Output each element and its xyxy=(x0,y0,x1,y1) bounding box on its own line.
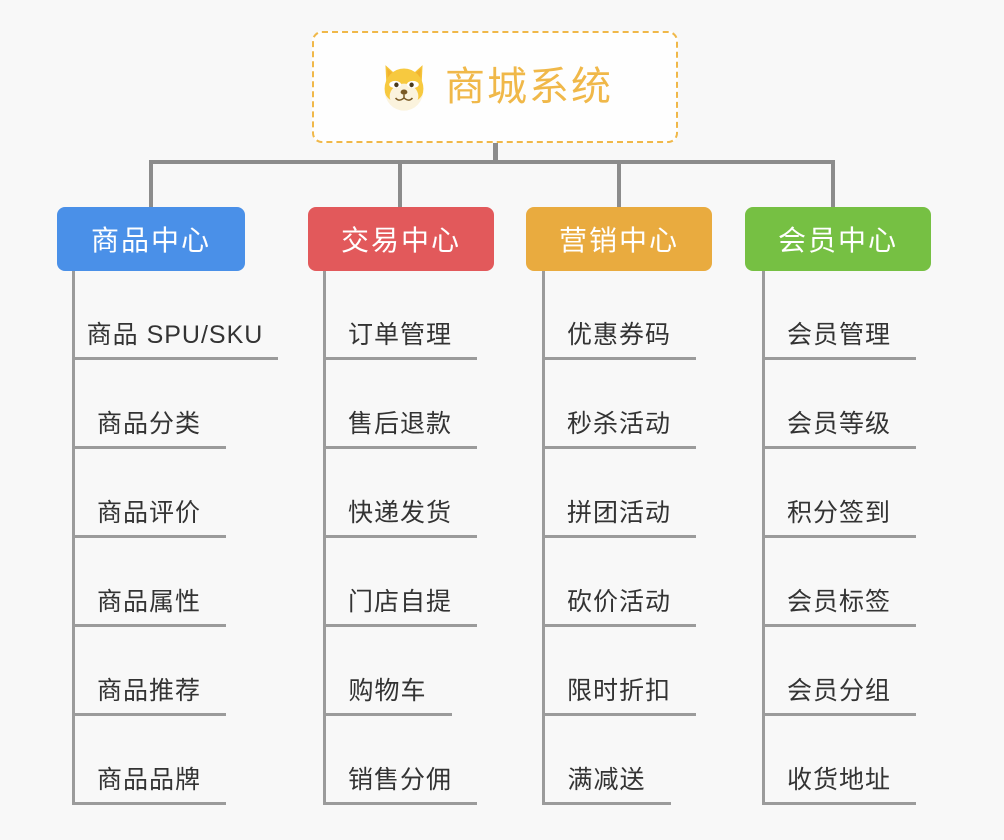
leaf-label: 商品评价 xyxy=(96,499,201,527)
sibling-bus-line xyxy=(149,160,835,164)
leaf-label: 秒杀活动 xyxy=(566,410,671,438)
leaf-label: 优惠券码 xyxy=(566,321,671,349)
leaf-label: 砍价活动 xyxy=(566,588,671,616)
leaf-label: 商品品牌 xyxy=(96,766,201,794)
leaf-item-4-1[interactable]: 会员管理 xyxy=(762,271,916,360)
leaf-item-1-3[interactable]: 商品评价 xyxy=(72,449,226,538)
leaf-label: 会员等级 xyxy=(786,410,891,438)
leaf-label: 会员标签 xyxy=(786,588,891,616)
drop-line-2 xyxy=(398,160,402,208)
leaf-item-3-3[interactable]: 拼团活动 xyxy=(542,449,696,538)
leaf-item-3-6[interactable]: 满减送 xyxy=(542,716,671,805)
leaf-label: 销售分佣 xyxy=(347,766,452,794)
leaf-label: 积分签到 xyxy=(786,499,891,527)
leaf-item-2-3[interactable]: 快递发货 xyxy=(323,449,477,538)
drop-line-3 xyxy=(617,160,621,208)
leaf-label: 购物车 xyxy=(348,677,427,705)
leaf-item-4-3[interactable]: 积分签到 xyxy=(762,449,916,538)
leaf-item-1-4[interactable]: 商品属性 xyxy=(72,538,226,627)
leaf-item-1-1[interactable]: 商品 SPU/SKU xyxy=(72,271,278,360)
leaf-item-4-5[interactable]: 会员分组 xyxy=(762,627,916,716)
leaf-spine-3 xyxy=(542,271,545,805)
shiba-dog-icon xyxy=(384,65,424,111)
leaf-label: 收货地址 xyxy=(786,766,891,794)
category-box-1[interactable]: 商品中心 xyxy=(57,207,245,271)
category-box-3[interactable]: 营销中心 xyxy=(526,207,712,271)
leaf-label: 会员分组 xyxy=(786,677,891,705)
leaf-label: 售后退款 xyxy=(347,410,452,438)
leaf-label: 满减送 xyxy=(567,766,646,794)
leaf-label: 会员管理 xyxy=(786,321,891,349)
category-label-2: 交易中心 xyxy=(340,225,461,256)
leaf-spine-4 xyxy=(762,271,765,805)
category-box-2[interactable]: 交易中心 xyxy=(308,207,494,271)
leaf-item-2-6[interactable]: 销售分佣 xyxy=(323,716,477,805)
root-stem-line xyxy=(493,143,498,164)
leaf-item-2-4[interactable]: 门店自提 xyxy=(323,538,477,627)
drop-line-1 xyxy=(149,160,153,208)
drop-line-4 xyxy=(831,160,835,208)
leaf-item-3-2[interactable]: 秒杀活动 xyxy=(542,360,696,449)
leaf-item-3-5[interactable]: 限时折扣 xyxy=(542,627,696,716)
category-label-4: 会员中心 xyxy=(777,225,898,256)
leaf-spine-2 xyxy=(323,271,326,805)
root-node[interactable]: 商城系统 xyxy=(312,31,678,143)
leaf-spine-1 xyxy=(72,271,75,805)
leaf-label: 限时折扣 xyxy=(566,677,671,705)
leaf-item-2-5[interactable]: 购物车 xyxy=(323,627,452,716)
category-box-4[interactable]: 会员中心 xyxy=(745,207,931,271)
leaf-item-1-5[interactable]: 商品推荐 xyxy=(72,627,226,716)
leaf-item-1-2[interactable]: 商品分类 xyxy=(72,360,226,449)
leaf-item-2-1[interactable]: 订单管理 xyxy=(323,271,477,360)
leaf-label: 商品 SPU/SKU xyxy=(86,321,264,349)
leaf-item-4-6[interactable]: 收货地址 xyxy=(762,716,916,805)
leaf-item-4-4[interactable]: 会员标签 xyxy=(762,538,916,627)
leaf-label: 商品推荐 xyxy=(96,677,201,705)
leaf-item-2-2[interactable]: 售后退款 xyxy=(323,360,477,449)
leaf-item-3-4[interactable]: 砍价活动 xyxy=(542,538,696,627)
leaf-label: 订单管理 xyxy=(347,321,452,349)
category-label-3: 营销中心 xyxy=(558,225,679,256)
leaf-label: 拼团活动 xyxy=(566,499,671,527)
leaf-label: 商品属性 xyxy=(96,588,201,616)
leaf-label: 门店自提 xyxy=(347,588,452,616)
category-label-1: 商品中心 xyxy=(90,225,211,256)
leaf-item-4-2[interactable]: 会员等级 xyxy=(762,360,916,449)
leaf-label: 商品分类 xyxy=(96,410,201,438)
leaf-label: 快递发货 xyxy=(347,499,452,527)
root-title: 商城系统 xyxy=(445,65,613,109)
leaf-item-1-6[interactable]: 商品品牌 xyxy=(72,716,226,805)
leaf-item-3-1[interactable]: 优惠券码 xyxy=(542,271,696,360)
